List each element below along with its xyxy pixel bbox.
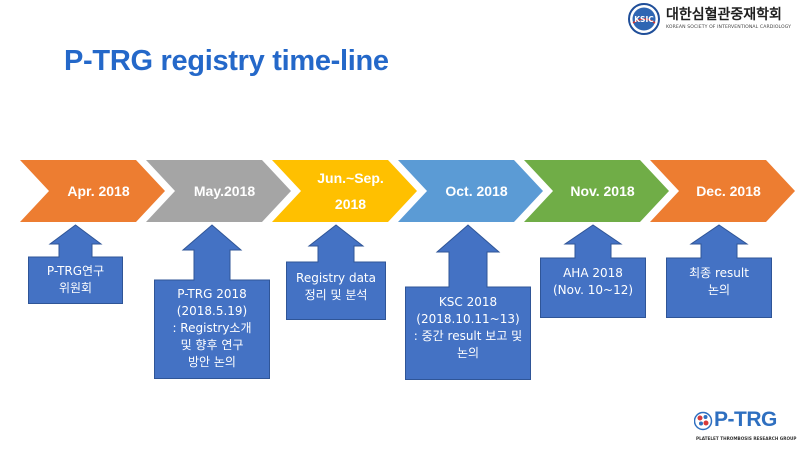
up-arrow-callout-shape [540, 224, 646, 318]
up-arrow-callout-shape [405, 224, 531, 380]
timeline-step-label: Nov. 2018 [570, 183, 635, 199]
event-callout-may: P-TRG 2018 (2018.5.19) : Registry소개 및 향후… [154, 224, 270, 379]
timeline-step-jun-sep-2018: Jun.~Sep. 2018 [272, 160, 417, 222]
ksic-seal-icon: KSIC [628, 3, 660, 35]
ksic-seal-text: KSIC [634, 15, 654, 24]
event-text: AHA 2018 (Nov. 10~12) [540, 265, 646, 299]
event-line: (2018.5.19) [176, 304, 248, 318]
event-callout-dec: 최종 result 논의 [666, 224, 772, 318]
org-name-korean: 대한심혈관중재학회 [666, 7, 782, 23]
timeline-step-nov-2018: Nov. 2018 [524, 160, 669, 222]
ptrg-logo-subtitle: PLATELET THROMBOSIS RESEARCH GROUP [696, 436, 797, 441]
event-line: 및 향후 연구 [180, 338, 244, 352]
timeline-step-label: Jun.~Sep. 2018 [317, 170, 384, 212]
event-line: AHA 2018 [563, 266, 623, 280]
timeline-step-apr-2018: Apr. 2018 [20, 160, 165, 222]
event-line: : 중간 result 보고 및 [413, 329, 523, 343]
ptrg-mark-icon [694, 411, 713, 431]
event-line: 논의 [707, 283, 731, 297]
event-text: Registry data 정리 및 분석 [286, 270, 386, 304]
timeline-step-label: Apr. 2018 [67, 183, 130, 199]
up-arrow-callout-shape [286, 224, 386, 320]
event-line: 정리 및 분석 [304, 288, 368, 302]
ksic-logo: KSIC 대한심혈관중재학회 KOREAN SOCIETY OF INTERVE… [626, 2, 798, 38]
event-line: 위원회 [58, 281, 93, 295]
ptrg-logo: P-TRG PLATELET THROMBOSIS RESEARCH GROUP [694, 408, 797, 448]
event-callout-nov: AHA 2018 (Nov. 10~12) [540, 224, 646, 318]
timeline-step-may-2018: May.2018 [146, 160, 291, 222]
timeline-step-label: Dec. 2018 [696, 183, 761, 199]
event-line: P-TRG연구 [46, 264, 105, 278]
ptrg-logo-name: P-TRG [714, 408, 777, 431]
event-line: 최종 result [689, 266, 749, 280]
event-callout-jun-sep: Registry data 정리 및 분석 [286, 224, 386, 320]
up-arrow-callout-shape [154, 224, 270, 379]
event-text: P-TRG 2018 (2018.5.19) : Registry소개 및 향후… [154, 286, 270, 371]
event-line: (2018.10.11~13) [416, 312, 520, 326]
event-line: KSC 2018 [438, 295, 498, 309]
up-arrow-callout-shape [666, 224, 772, 318]
event-line: P-TRG 2018 [177, 287, 247, 301]
timeline-step-label: Oct. 2018 [445, 183, 508, 199]
timeline-step-dec-2018: Dec. 2018 [650, 160, 795, 222]
event-line: : Registry소개 [172, 321, 252, 335]
page-title: P-TRG registry time-line [64, 45, 389, 77]
org-name-english: KOREAN SOCIETY OF INTERVENTIONAL CARDIOL… [666, 25, 792, 30]
event-text: KSC 2018 (2018.10.11~13) : 중간 result 보고 … [405, 294, 531, 362]
up-arrow-callout-shape [28, 224, 123, 304]
event-callout-oct: KSC 2018 (2018.10.11~13) : 중간 result 보고 … [405, 224, 531, 380]
event-text: P-TRG연구 위원회 [28, 263, 123, 297]
event-callout-apr: P-TRG연구 위원회 [28, 224, 123, 304]
event-text: 최종 result 논의 [666, 265, 772, 299]
timeline-step-oct-2018: Oct. 2018 [398, 160, 543, 222]
timeline-step-label: May.2018 [193, 183, 256, 199]
event-line: (Nov. 10~12) [552, 283, 634, 297]
event-line: 방안 논의 [188, 355, 236, 369]
event-line: 논의 [456, 346, 480, 360]
event-line: Registry data [296, 271, 376, 285]
